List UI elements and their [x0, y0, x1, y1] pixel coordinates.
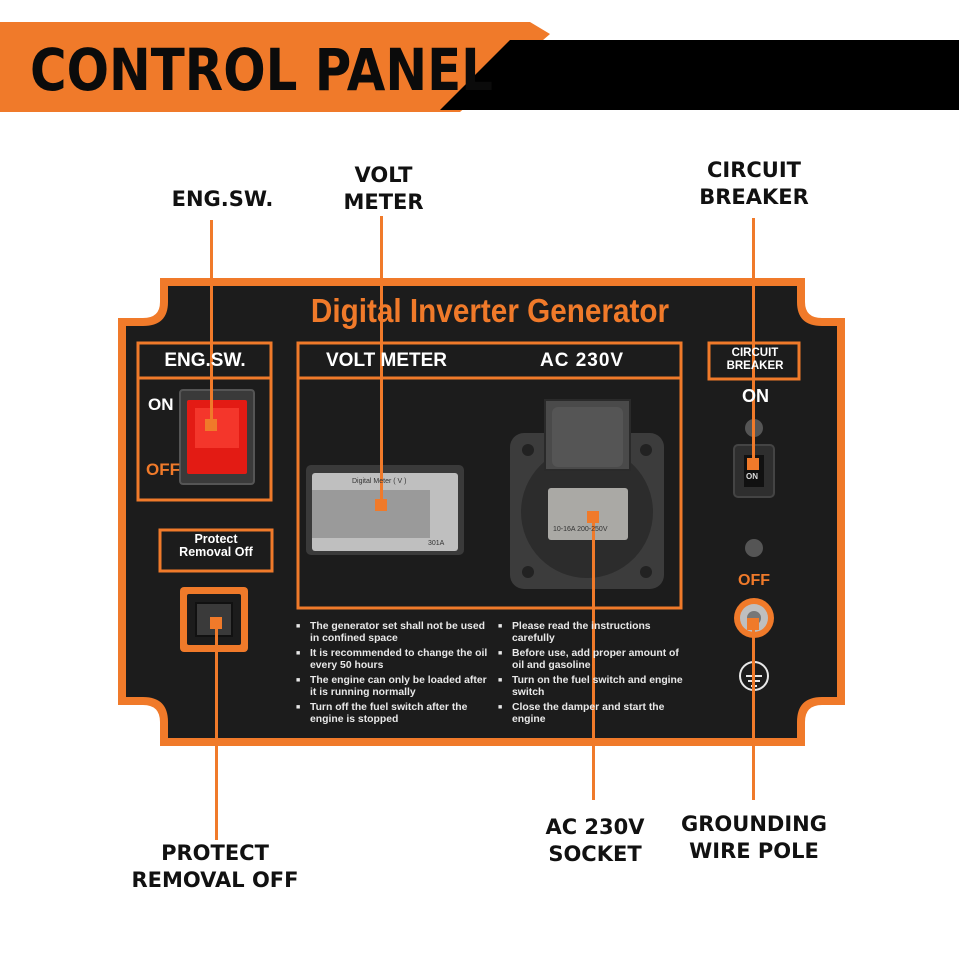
callout-eng-sw: ENG.SW. — [171, 187, 274, 211]
header-banner-black — [440, 40, 959, 110]
callout-ac-socket: AC 230V SOCKET — [545, 815, 645, 866]
instructions-right: Please read the instructions carefully B… — [498, 621, 693, 729]
protect-removal-button[interactable] — [196, 603, 232, 636]
page-title: CONTROL PANEL — [30, 36, 493, 104]
meter-screen-label: Digital Meter ( V ) — [352, 478, 407, 485]
ac-socket[interactable] — [510, 433, 664, 589]
breaker-on-label: ON — [742, 386, 769, 406]
callout-volt-meter: VOLT METER — [343, 163, 424, 214]
circuit-breaker-switch[interactable] — [734, 445, 774, 497]
breaker-off-label: OFF — [738, 572, 770, 589]
protect-label-line2: Removal Off — [179, 545, 253, 559]
socket-rating-label: 10-16A 200-250V — [553, 526, 608, 533]
meter-small-label: 301A — [428, 540, 445, 547]
protect-label-line1: Protect — [194, 532, 238, 546]
volt-meter-label: VOLT METER — [326, 350, 448, 371]
panel-title: Digital Inverter Generator — [310, 292, 670, 329]
ground-symbol-icon — [740, 662, 768, 690]
eng-sw-label: ENG.SW. — [164, 350, 246, 371]
callout-circuit-breaker: CIRCUIT BREAKER — [699, 158, 809, 209]
instruction-item: The generator set shall not be used in c… — [296, 621, 491, 645]
instruction-item: Turn on the fuel switch and engine switc… — [498, 675, 693, 699]
instruction-item: The engine can only be loaded after it i… — [296, 675, 491, 699]
instruction-item: Turn off the fuel switch after the engin… — [296, 702, 491, 726]
instruction-item: Before use, add proper amount of oil and… — [498, 648, 693, 672]
callout-grounding-pole: GROUNDING WIRE POLE — [681, 812, 827, 863]
volt-meter-display — [312, 473, 458, 551]
instructions-left: The generator set shall not be used in c… — [296, 621, 491, 729]
engine-switch-off-label: OFF — [146, 460, 180, 479]
callout-protect-removal-off: PROTECT REMOVAL OFF — [131, 841, 299, 892]
breaker-switch-text: ON — [746, 472, 758, 481]
engine-switch-on-label: ON — [148, 395, 174, 414]
instruction-item: Please read the instructions carefully — [498, 621, 693, 645]
engine-switch[interactable] — [187, 400, 247, 474]
circuit-breaker-label-line2: BREAKER — [726, 360, 784, 372]
grounding-wire-pole[interactable] — [734, 598, 774, 638]
instruction-item: It is recommended to change the oil ever… — [296, 648, 491, 672]
circuit-breaker-label-line1: CIRCUIT — [731, 347, 779, 359]
protect-label: Protect Removal Off — [160, 533, 272, 559]
instruction-item: Close the damper and start the engine — [498, 702, 693, 726]
circuit-breaker-label: CIRCUIT BREAKER — [710, 347, 800, 373]
ac-voltage-label: AC 230V — [540, 350, 625, 371]
